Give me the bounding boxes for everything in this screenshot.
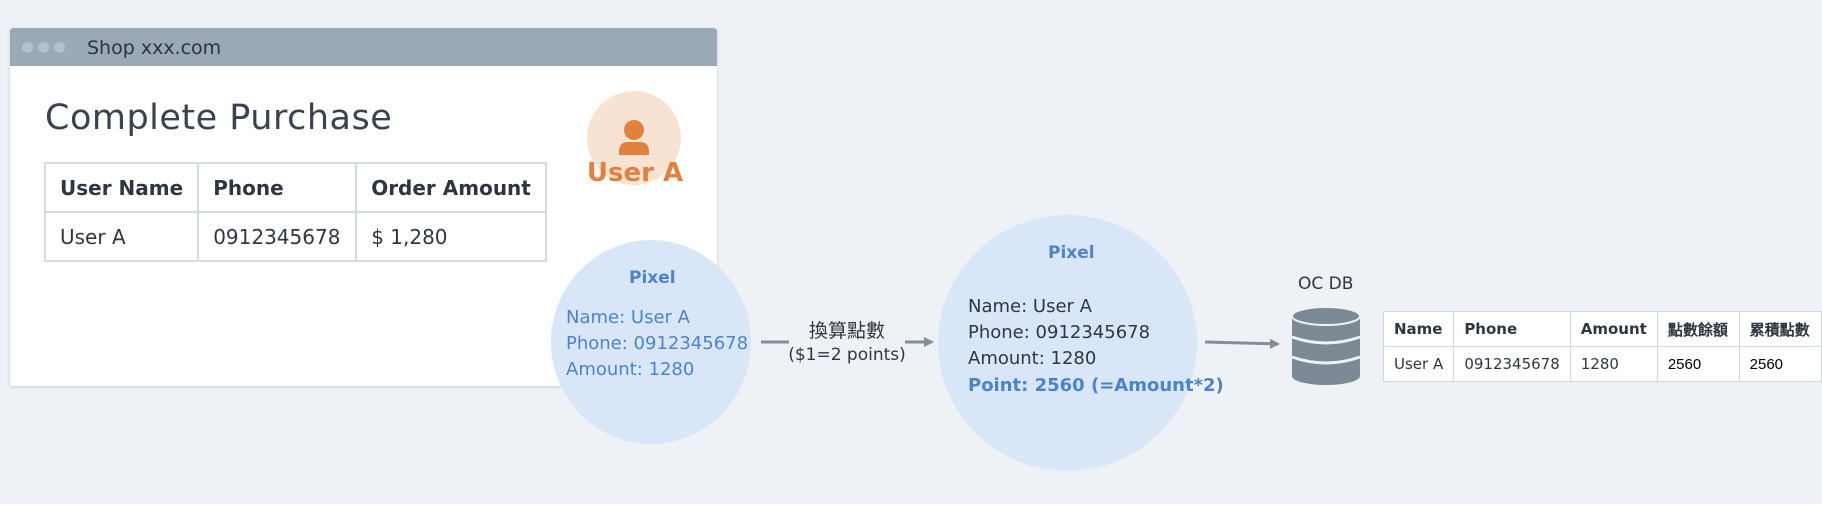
db-header-amount: Amount (1569, 311, 1658, 347)
window-dot-icon (54, 42, 65, 53)
db-header-phone: Phone (1453, 311, 1571, 347)
db-header-name: Name (1382, 311, 1455, 347)
cell-phone: 0912345678 (197, 211, 358, 262)
table-row: User A 0912345678 $ 1,280 (43, 211, 547, 262)
table-header-row: User Name Phone Order Amount (43, 162, 547, 213)
db-cell-phone: 0912345678 (1453, 346, 1571, 382)
db-table: Name Phone Amount 點數餘額 累積點數 User A 09123… (1382, 311, 1822, 382)
pixel-point: Point: 2560 (=Amount*2) (968, 375, 1224, 396)
browser-window: Shop xxx.com Complete Purchase User Name… (10, 28, 717, 386)
cell-order-amount: $ 1,280 (355, 211, 547, 262)
db-cell-accumulated-points: 2560 (1738, 346, 1822, 382)
user-avatar (587, 91, 681, 185)
db-cell-amount: 1280 (1569, 346, 1658, 382)
user-icon (619, 120, 649, 155)
db-cell-point-balance: 2560 (1656, 346, 1740, 382)
pixel-title: Pixel (629, 268, 676, 288)
conversion-rule: ($1=2 points) (788, 345, 906, 365)
window-dot-icon (22, 42, 33, 53)
pixel-phone: Phone: 0912345678 (566, 333, 749, 354)
db-header-point-balance: 點數餘額 (1656, 311, 1740, 347)
pixel-name: Name: User A (968, 296, 1092, 317)
database-icon (1291, 306, 1361, 385)
conversion-title: 換算點數 (808, 320, 885, 342)
conversion-label: 換算點數 ($1=2 points) (782, 316, 912, 365)
pixel-amount: Amount: 1280 (968, 348, 1097, 369)
purchase-table: User Name Phone Order Amount User A 0912… (43, 162, 547, 262)
browser-title: Shop xxx.com (87, 37, 222, 59)
pixel-name: Name: User A (566, 307, 690, 328)
header-phone: Phone (197, 162, 358, 213)
window-dot-icon (38, 42, 49, 53)
pixel-node-raw: Pixel Name: User A Phone: 0912345678 Amo… (551, 240, 751, 444)
browser-title-bar: Shop xxx.com (10, 28, 717, 66)
pixel-phone: Phone: 0912345678 (968, 322, 1151, 343)
arrow-pixel-to-db (1204, 338, 1280, 349)
cell-user-name: User A (43, 211, 200, 262)
header-user-name: User Name (43, 162, 200, 213)
db-header-accumulated-points: 累積點數 (1738, 311, 1822, 347)
pixel-title: Pixel (1048, 243, 1095, 263)
db-label: OC DB (1298, 274, 1354, 294)
db-cell-name: User A (1382, 346, 1455, 382)
header-order-amount: Order Amount (355, 162, 547, 213)
user-label: User A (586, 158, 684, 188)
page-title: Complete Purchase (45, 98, 393, 138)
pixel-node-converted: Pixel Name: User A Phone: 0912345678 Amo… (938, 215, 1224, 471)
pixel-amount: Amount: 1280 (566, 359, 695, 380)
db-header-row: Name Phone Amount 點數餘額 累積點數 (1382, 311, 1822, 347)
table-row: User A 0912345678 1280 2560 2560 (1382, 346, 1822, 382)
